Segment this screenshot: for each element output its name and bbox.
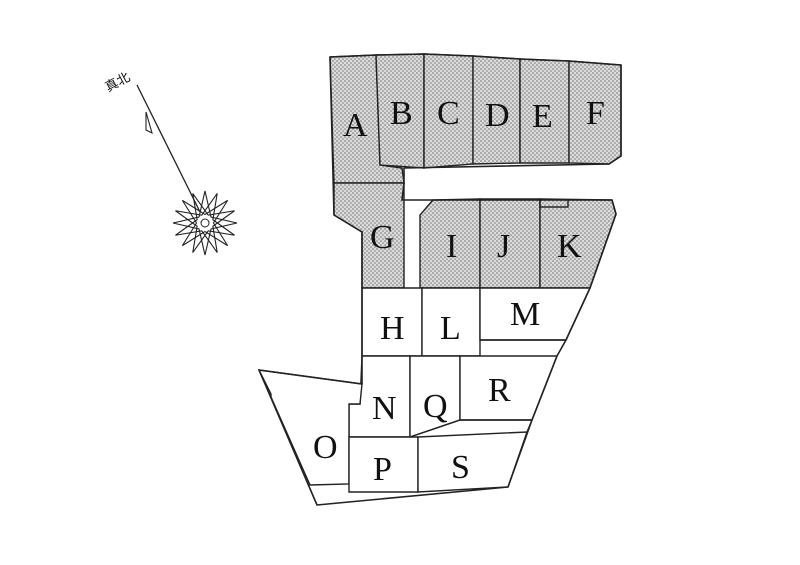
top-block — [329, 53, 622, 184]
lot-label: D — [485, 97, 510, 134]
lot-label: I — [446, 228, 457, 265]
lot-label: A — [343, 107, 368, 144]
lot-label: C — [437, 95, 460, 132]
lot-label: P — [373, 451, 392, 488]
lot-s-area[interactable] — [417, 431, 528, 493]
lot-label: O — [313, 429, 338, 466]
lot-label: L — [440, 310, 461, 347]
lot-label: B — [390, 95, 413, 132]
lot-label: F — [586, 95, 605, 132]
lot-label: E — [532, 98, 553, 135]
lot-label: N — [372, 390, 397, 427]
lot-label: M — [510, 296, 540, 333]
lot-label: S — [451, 449, 470, 486]
lower-block — [257, 287, 592, 493]
site-boundary — [258, 53, 622, 506]
lot-label: K — [557, 228, 582, 265]
lot-o-area[interactable] — [257, 369, 363, 486]
lot-label: Q — [423, 388, 448, 425]
lot-label: H — [380, 310, 405, 347]
lot-label: R — [488, 372, 511, 409]
lot-label: J — [497, 228, 510, 265]
north-arrow-icon: 真北 — [103, 70, 238, 256]
lot-labels: A B C D E F G H I J K L M N O P Q R S — [313, 95, 605, 488]
compass-rose-icon — [172, 190, 238, 256]
compass-label: 真北 — [103, 70, 133, 95]
lot-label: G — [370, 219, 395, 256]
